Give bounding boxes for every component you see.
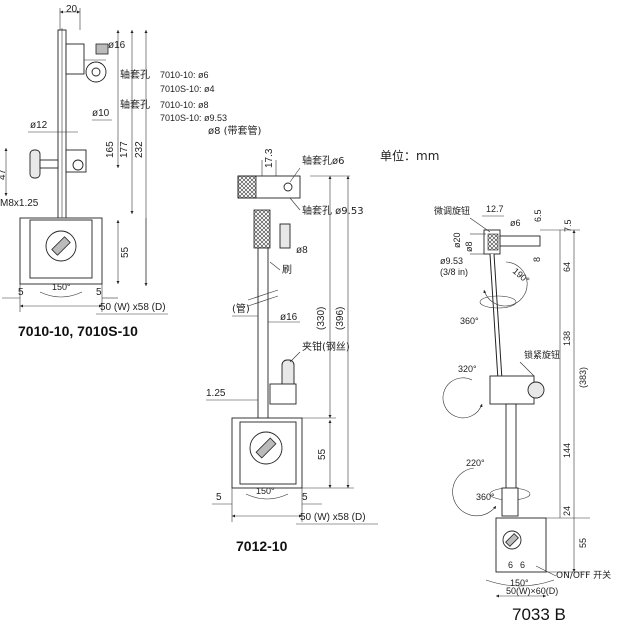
d2-model-title: 7012-10: [236, 538, 288, 554]
d3-phi953: ø9.53: [440, 256, 463, 266]
d3-a360b: 360°: [476, 492, 495, 502]
d1-w5b: 5: [96, 287, 102, 298]
d2-phi953: 轴套孔 ø9.53: [302, 204, 364, 217]
d1-base-size: 50 (W) x58 (D): [100, 302, 166, 313]
d2-h125: 1.25: [206, 388, 226, 399]
d1-hole1-line2: 7010S-10: ø4: [160, 84, 215, 94]
d3-phi8: ø8: [464, 241, 474, 252]
d1-model-title: 7010-10, 7010S-10: [18, 323, 138, 339]
d2-h55: 55: [317, 448, 328, 460]
d2-brush: 刷: [282, 264, 292, 276]
d3-a220: 220°: [466, 458, 485, 468]
d2-h173: 17.3: [264, 148, 275, 168]
d1-h177: 177: [119, 141, 130, 158]
d3-lock-knob: 锁紧旋钮: [524, 349, 560, 361]
d1-w5a: 5: [18, 287, 24, 298]
d3-base-size: 50(W)×60(D): [506, 586, 558, 596]
d3-h138: 138: [562, 331, 572, 346]
d2-w5a: 5: [216, 492, 222, 503]
d3-w65: 6.5: [533, 209, 543, 222]
d3-h24: 24: [562, 506, 572, 516]
d3-h64: 64: [562, 262, 572, 272]
diagram-7012-10: 17.3 轴套孔ø6 轴套孔 ø9.53 ø8 刷 (管) ø16 夹钳(钢丝)…: [206, 148, 378, 554]
unit-label: 单位：mm: [380, 148, 439, 163]
d1-hole2-line2: 7010S-10: ø9.53: [160, 113, 227, 123]
d1-hole1-line1: 7010-10: ø6: [160, 70, 209, 80]
d1-h165: 165: [105, 141, 116, 158]
d3-w75: 7.5: [563, 219, 573, 232]
d3-a190: 190°: [511, 266, 532, 286]
d1-hole2-line1: 7010-10: ø8: [160, 100, 209, 110]
d1-h47: 47: [0, 168, 8, 180]
d3-fine-knob: 微调旋钮: [434, 205, 470, 217]
d3-h144: 144: [562, 443, 572, 458]
d1-hole1-label: 轴套孔: [120, 68, 150, 81]
d3-h55: 55: [578, 538, 588, 548]
d2-base-size: 50 (W) x58 (D): [300, 512, 366, 523]
d3-inch: (3/8 in): [440, 267, 468, 277]
d2-clamp: 夹钳(钢丝): [302, 340, 350, 353]
d2-w5b: 5: [302, 492, 308, 503]
d1-phi12: ø12: [30, 120, 48, 131]
d3-h8: 8: [532, 257, 542, 262]
d3-w6b: 6: [520, 560, 525, 570]
d2-tube: (管): [232, 302, 250, 315]
d1-phi10: ø10: [92, 108, 110, 119]
d2-phi16: ø16: [280, 312, 298, 323]
d3-phi20: ø20: [452, 232, 462, 248]
d1-angle: 150°: [52, 282, 71, 292]
d3-model-title: 7033 B: [512, 605, 566, 624]
d1-phi16: ø16: [108, 40, 126, 51]
diagram-7010-10: 20 165 177 232 55 47 M8x1.25 ø1: [0, 4, 262, 339]
d1-top-width: 20: [66, 4, 78, 15]
d2-h396: (396): [335, 307, 346, 330]
d1-h55: 55: [120, 246, 131, 258]
d3-angle: 150°: [510, 578, 529, 588]
d3-h383: (383): [578, 367, 588, 388]
d1-h232: 232: [134, 141, 145, 158]
d1-hole2-label: 轴套孔: [120, 98, 150, 111]
d2-h330: (330): [316, 307, 327, 330]
d2-angle: 150°: [256, 486, 275, 496]
d3-a320: 320°: [458, 364, 477, 374]
d3-a360a: 360°: [460, 316, 479, 326]
d3-phi6: ø6: [510, 218, 521, 228]
d1-hole2-line3: ø8 (带套管): [208, 124, 262, 137]
d3-w6a: 6: [508, 560, 513, 570]
d2-phi6: 轴套孔ø6: [302, 154, 344, 167]
diagram-7033b: 微调旋钮 12.7 ø6 6.5 7.5 ø20 ø8 8 ø9.53 (3/8…: [434, 204, 611, 624]
d3-w127: 12.7: [486, 204, 504, 214]
d3-onoff: ON/OFF 开关: [556, 569, 611, 581]
d2-phi8: ø8: [296, 245, 308, 256]
d1-thread: M8x1.25: [0, 198, 39, 209]
